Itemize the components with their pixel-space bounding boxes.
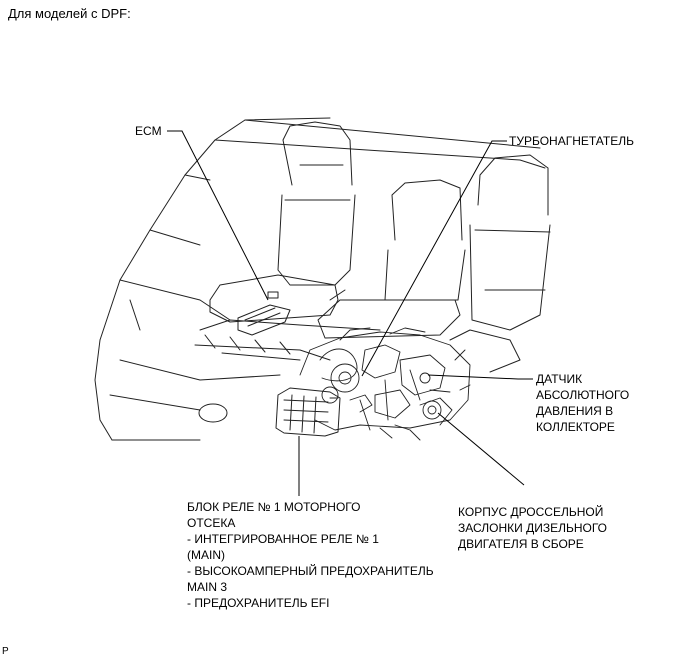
throttle-body-leader-line bbox=[437, 412, 525, 486]
relay-block-label-line: - ПРЕДОХРАНИТЕЛЬ EFI bbox=[187, 596, 330, 610]
relay-block-label-line: ОТСЕКА bbox=[187, 516, 236, 530]
map-sensor-label-line: ДАВЛЕНИЯ В bbox=[536, 404, 614, 418]
relay-block-label-line: БЛОК РЕЛЕ № 1 МОТОРНОГО bbox=[187, 500, 361, 514]
relay-block-label-line: - ИНТЕГРИРОВАННОЕ РЕЛЕ № 1 bbox=[187, 532, 379, 546]
relay-block-label-line: - ВЫСОКОАМПЕРНЫЙ ПРЕДОХРАНИТЕЛЬ bbox=[187, 564, 434, 578]
throttle-body-label-line: ДВИГАТЕЛЯ В СБОРЕ bbox=[458, 537, 584, 551]
middle-seat bbox=[317, 179, 466, 339]
driver-seat bbox=[209, 121, 356, 323]
engine-assembly bbox=[299, 327, 471, 441]
dashboard bbox=[194, 319, 381, 361]
ecm-leader-line bbox=[167, 130, 269, 301]
throttle-body-label-line: ЗАСЛОНКИ ДИЗЕЛЬНОГО bbox=[458, 521, 607, 535]
passenger-seat bbox=[449, 154, 551, 373]
map-sensor-label-line: ДАТЧИК bbox=[536, 372, 583, 386]
map-sensor-label: ДАТЧИК АБСОЛЮТНОГО ДАВЛЕНИЯ В КОЛЛЕКТОРЕ bbox=[536, 371, 629, 435]
turbo-leader-line bbox=[361, 140, 507, 377]
throttle-body-label-line: КОРПУС ДРОССЕЛЬНОЙ bbox=[458, 505, 604, 519]
page-heading: Для моделей с DPF: bbox=[8, 6, 131, 21]
relay-block-label-line: MAIN 3 bbox=[187, 580, 228, 594]
turbocharger-label: ТУРБОНАГНЕТАТЕЛЬ bbox=[509, 134, 634, 148]
relay-block-label-line: (MAIN) bbox=[187, 548, 225, 562]
map-sensor-label-line: КОЛЛЕКТОРЕ bbox=[536, 420, 615, 434]
map-sensor-label-line: АБСОЛЮТНОГО bbox=[536, 388, 630, 402]
throttle-body-label: КОРПУС ДРОССЕЛЬНОЙ ЗАСЛОНКИ ДИЗЕЛЬНОГО Д… bbox=[458, 504, 607, 552]
relay-block-label: БЛОК РЕЛЕ № 1 МОТОРНОГО ОТСЕКА - ИНТЕГРИ… bbox=[187, 499, 434, 611]
ecm-unit bbox=[237, 291, 291, 336]
figure-id: P bbox=[2, 646, 9, 657]
relay-block-unit bbox=[275, 387, 341, 437]
map-sensor-leader-line bbox=[427, 374, 533, 380]
ecm-label: ECM bbox=[135, 124, 162, 138]
